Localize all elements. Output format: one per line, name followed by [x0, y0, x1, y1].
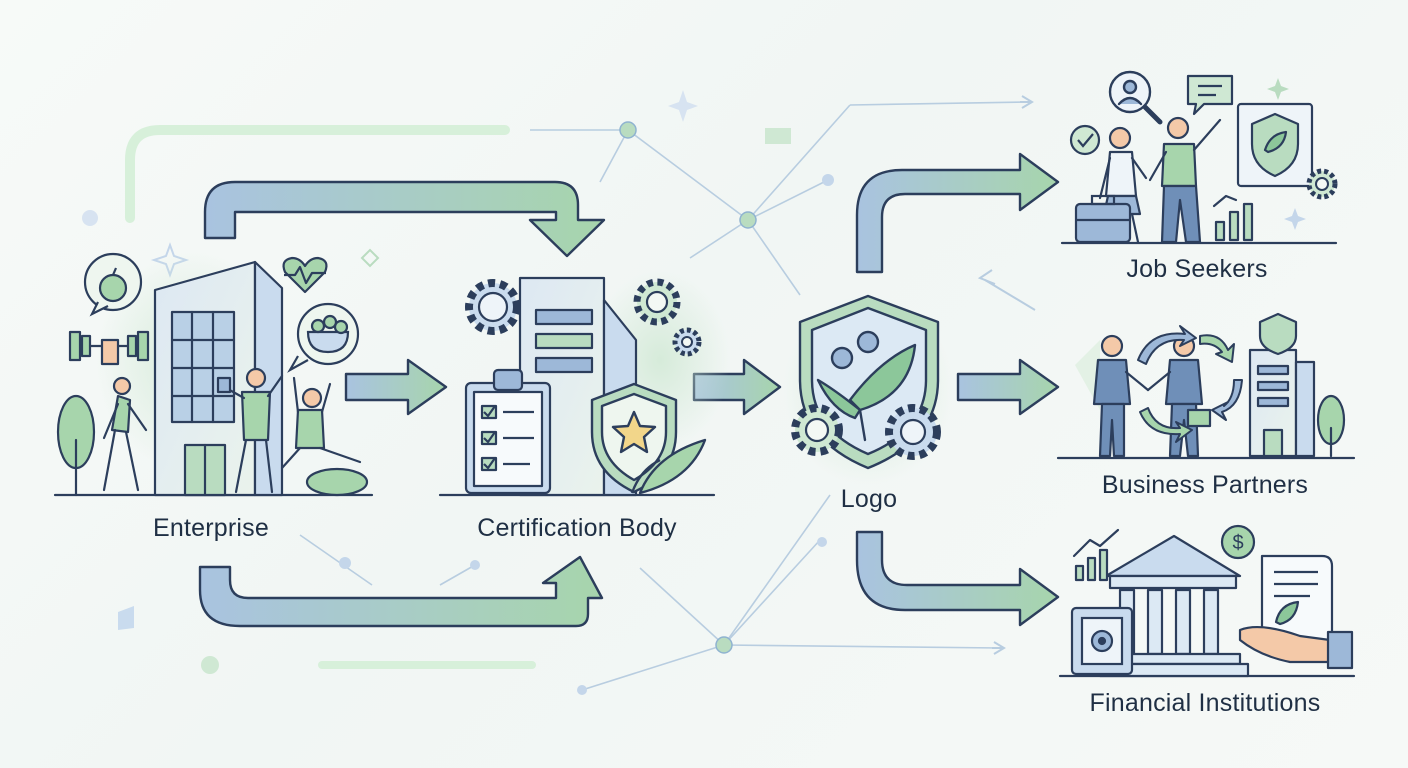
heart-icon [282, 256, 328, 294]
certification-body-label: Certification Body [477, 514, 677, 542]
shield-star-icon [590, 382, 707, 495]
business-partners-label: Business Partners [1101, 471, 1309, 499]
magnifier-person-icon [1108, 70, 1163, 125]
clipboard-checklist-icon [464, 368, 552, 495]
document-leaf-icon [1260, 554, 1334, 642]
bank-icon [1058, 528, 1356, 678]
arrow-logo-to-job-seekers [855, 152, 1060, 274]
arrow-logo-to-financial [855, 530, 1060, 627]
chat-bubble-icon [1186, 74, 1234, 116]
business-partners-illustration [1056, 312, 1356, 460]
arrow-enterprise-to-cert [344, 358, 448, 416]
certificate-shield-icon [1236, 102, 1314, 188]
svg-text:$: $ [1232, 532, 1243, 554]
gear-icon [1306, 168, 1338, 200]
enterprise-label: Enterprise [153, 514, 269, 542]
job-seekers-illustration [1060, 116, 1338, 245]
safe-icon [1070, 606, 1134, 676]
logo-label: Logo [840, 485, 898, 513]
dollar-coin-icon: $ [1220, 524, 1256, 560]
small-faded-arrows [977, 95, 1036, 655]
gear-icon [791, 404, 843, 456]
apple-icon [83, 252, 143, 317]
shield-leaf-icon [783, 294, 953, 485]
gear-icon [465, 279, 521, 335]
hand-plant-icon [1238, 625, 1354, 670]
check-circle-icon [1069, 124, 1101, 156]
salad-bowl-icon [287, 302, 360, 373]
enterprise-illustration [53, 250, 374, 497]
job-seekers-label: Job Seekers [1126, 255, 1268, 283]
gear-icon [633, 278, 681, 326]
gear-icon [672, 327, 702, 357]
gear-icon [885, 404, 941, 460]
briefcase-icon [1074, 194, 1132, 244]
background-network [299, 101, 1031, 691]
financial-institutions-label: Financial Institutions [1089, 689, 1321, 717]
cycle-arrows-icon [1137, 325, 1243, 443]
arrow-logo-to-business-partners [956, 358, 1060, 416]
arrow-bottom-loop [198, 555, 604, 628]
glow-lines [125, 125, 536, 669]
arrow-top-loop [203, 180, 606, 258]
